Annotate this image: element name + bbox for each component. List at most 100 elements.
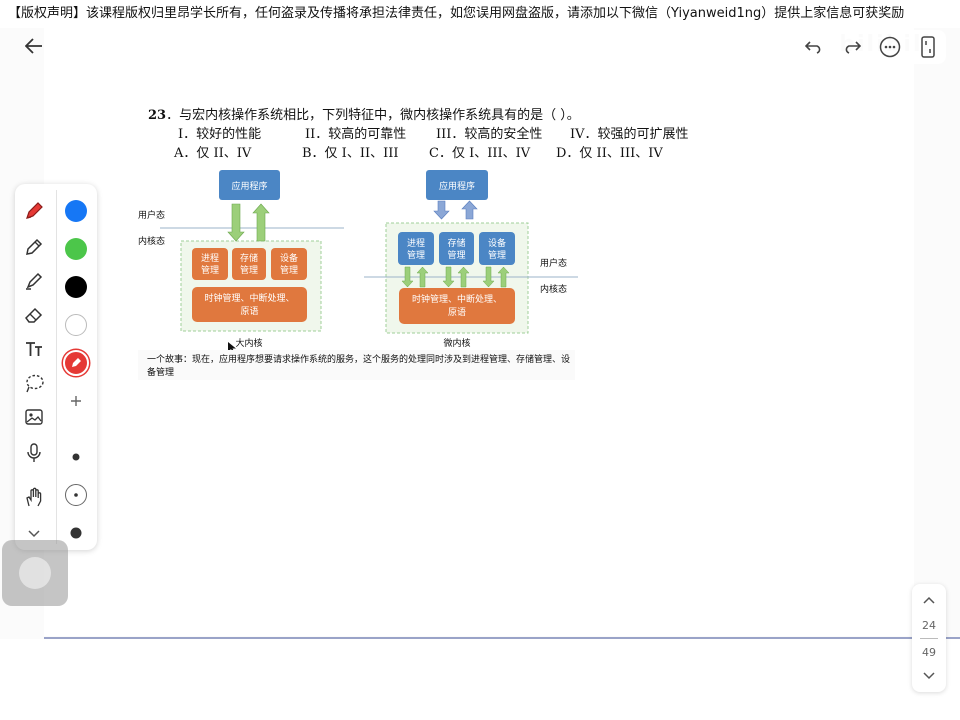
svg-text:原语: 原语 (448, 307, 466, 318)
feature-item: III．较高的安全性 (436, 127, 543, 142)
stroke-size-small[interactable] (63, 444, 89, 470)
redo-button[interactable] (840, 35, 864, 59)
color-red-swatch-selected[interactable] (63, 350, 89, 376)
microphone-icon (27, 443, 41, 462)
drawing-toolbar (15, 184, 97, 550)
color-green-swatch[interactable] (65, 238, 87, 260)
macro-app-box (219, 170, 280, 200)
micro-app-label: 应用程序 (439, 180, 475, 192)
svg-text:管理: 管理 (280, 264, 298, 276)
plus-icon (71, 396, 81, 406)
image-icon (25, 409, 43, 425)
more-icon (879, 36, 901, 58)
micro-app-box (426, 170, 488, 200)
pencil-icon (26, 238, 43, 255)
story-text: 一个故事：现在，应用程序想要请求操作系统的服务，这个服务的处理同时涉及到进程管理… (147, 355, 571, 378)
kernel-mode-label-right: 内核态 (540, 283, 567, 295)
back-button[interactable] (18, 30, 50, 62)
eraser-tool[interactable] (21, 302, 47, 328)
top-action-bar (796, 30, 946, 64)
hand-tool[interactable] (21, 484, 47, 510)
option-a: A．仅 II、IV (174, 146, 252, 161)
text-tool[interactable] (21, 336, 47, 362)
svg-text:时钟管理、中断处理、: 时钟管理、中断处理、 (204, 292, 294, 304)
user-mode-label-left: 用户态 (138, 209, 165, 221)
fullscreen-icon (921, 36, 935, 58)
undo-icon (805, 41, 821, 54)
cursor-icon (228, 342, 236, 353)
page-divider (44, 637, 960, 639)
pen-tool[interactable] (21, 198, 47, 224)
floating-assistive-button[interactable] (2, 540, 68, 606)
question-stem: ．与宏内核操作系统相比，下列特征中，微内核操作系统具有的是（ ）。 (166, 108, 580, 123)
svg-text:管理: 管理 (240, 264, 258, 276)
macro-caption: 大内核 (235, 337, 262, 349)
svg-text:管理: 管理 (407, 249, 425, 261)
microphone-tool[interactable] (21, 440, 47, 466)
svg-text:进程: 进程 (201, 253, 219, 264)
color-black-swatch[interactable] (65, 276, 87, 298)
feature-item: IV．较强的可扩展性 (570, 127, 689, 142)
more-button[interactable] (878, 35, 902, 59)
color-white-swatch[interactable] (65, 314, 87, 336)
next-page-area (0, 639, 960, 720)
micro-core-box (399, 288, 515, 324)
prev-page-button[interactable] (921, 592, 937, 608)
fullscreen-button[interactable] (916, 35, 940, 59)
dot-medium-selected-icon (65, 484, 87, 506)
svg-text:设备: 设备 (280, 252, 298, 264)
macro-process-box (192, 248, 228, 280)
page-navigator: 24 49 (912, 584, 946, 692)
svg-text:设备: 设备 (488, 237, 506, 249)
option-c: C．仅 I、III、IV (429, 146, 531, 161)
feature-list: I．较好的性能 (178, 123, 261, 142)
copyright-banner: 【版权声明】该课程版权归里昂学长所有，任何盗录及传播将承担法律责任，如您误用网盘… (0, 0, 960, 28)
color-blue-swatch[interactable] (65, 200, 87, 222)
feature-item: II．较高的可靠性 (305, 127, 407, 142)
story-background (138, 350, 575, 380)
current-page-number: 24 (922, 619, 936, 632)
feature-item: I．较好的性能 (178, 127, 262, 142)
chevron-down-icon (923, 672, 935, 680)
stroke-size-medium[interactable] (63, 482, 89, 508)
dot-small-icon (72, 453, 80, 461)
hand-icon (26, 487, 42, 507)
pen-icon (26, 202, 43, 219)
macro-core-box (192, 287, 307, 322)
arrow-up-icon (252, 203, 270, 242)
pencil-tool[interactable] (21, 234, 47, 260)
question-number: 23 (148, 108, 167, 123)
option-d: D．仅 II、III、IV (556, 146, 663, 161)
stroke-size-large[interactable] (63, 520, 89, 546)
highlighter-icon (26, 272, 43, 290)
collapse-toolbar-button[interactable] (21, 520, 47, 546)
undo-button[interactable] (802, 35, 826, 59)
option-b: B．仅 I、II、III (302, 146, 399, 161)
micro-storage-box (439, 232, 474, 265)
eraser-icon (25, 307, 43, 323)
page-separator (920, 638, 938, 639)
svg-text:管理: 管理 (447, 249, 465, 261)
micro-caption: 微内核 (443, 337, 470, 349)
total-page-number: 49 (922, 646, 936, 659)
lasso-tool[interactable] (21, 370, 47, 396)
svg-text:存储: 存储 (240, 252, 258, 264)
kernel-mode-label-left: 内核态 (138, 235, 165, 247)
image-tool[interactable] (21, 404, 47, 430)
next-page-button[interactable] (921, 668, 937, 684)
toolbar-separator (56, 190, 57, 544)
edit-icon (72, 358, 81, 367)
highlighter-tool[interactable] (21, 268, 47, 294)
svg-text:原语: 原语 (240, 306, 258, 317)
arrow-down-icon (433, 200, 450, 220)
chevron-down-icon (28, 530, 40, 538)
text-tool-icon (26, 342, 42, 356)
lasso-icon (26, 374, 44, 393)
add-color-button[interactable] (63, 388, 89, 414)
assistive-button-dot (19, 557, 51, 589)
macro-device-box (271, 248, 307, 280)
chevron-up-icon (923, 596, 935, 604)
dot-large-icon (70, 527, 82, 539)
